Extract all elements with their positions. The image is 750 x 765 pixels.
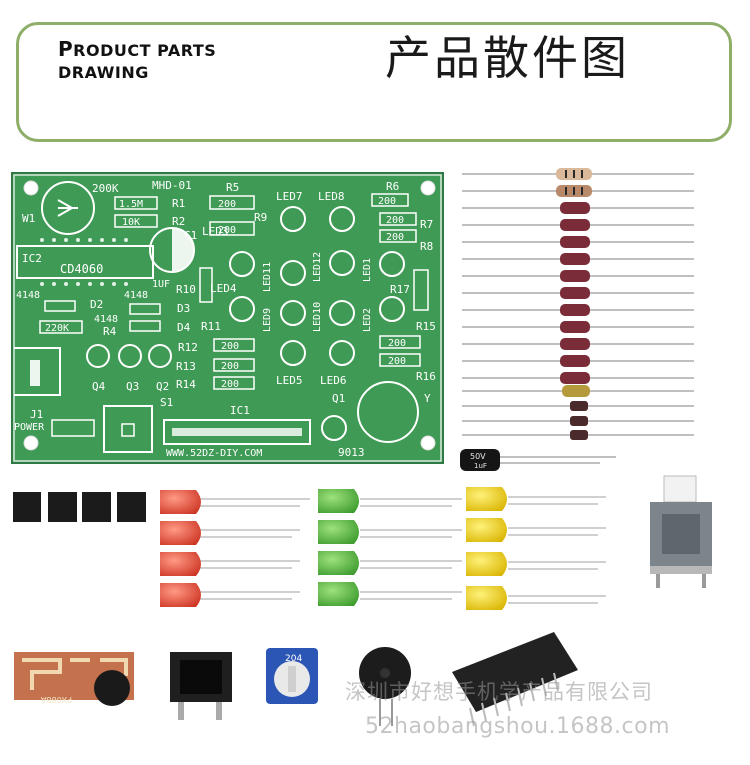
board-id: MHD-01 bbox=[152, 179, 192, 192]
title-chinese: 产品散件图 bbox=[385, 31, 630, 85]
website-label: WWW.52DZ-DIY.COM bbox=[166, 448, 262, 459]
led-footprints bbox=[229, 206, 405, 366]
led9-label: LED9 bbox=[262, 308, 273, 332]
electrolytic-capacitor: 50V 1uF bbox=[460, 449, 616, 471]
r13-value: 200 bbox=[221, 361, 239, 372]
leds bbox=[160, 487, 606, 610]
led6-label: LED6 bbox=[320, 374, 347, 387]
title-en-line1: RODUCT PARTS bbox=[73, 41, 217, 60]
r15-value: 200 bbox=[388, 338, 406, 349]
d2-label: D2 bbox=[90, 298, 103, 311]
d3-label: D3 bbox=[177, 302, 190, 315]
cap-voltage: 50V bbox=[470, 452, 486, 461]
r7-label: R7 bbox=[420, 218, 433, 231]
r16-value: 200 bbox=[388, 356, 406, 367]
ic1-label: IC1 bbox=[230, 404, 250, 417]
pot-part-print: 204 bbox=[285, 654, 302, 664]
q1-part: 9013 bbox=[338, 446, 365, 459]
watermark-company: 深圳市好想手机学产品有限公司 bbox=[345, 680, 653, 704]
r12-label: R12 bbox=[178, 341, 198, 354]
title-en-line2: DRAWING bbox=[58, 63, 149, 82]
q3-label: Q3 bbox=[126, 380, 139, 393]
r4-label: R4 bbox=[103, 325, 117, 338]
led3-label: LED3 bbox=[202, 225, 229, 238]
r17-label: R17 bbox=[390, 283, 410, 296]
q1-label: Q1 bbox=[332, 392, 345, 405]
d4-label: D4 bbox=[177, 321, 191, 334]
title-en-cap: P bbox=[58, 37, 74, 61]
r8-value: 200 bbox=[386, 232, 404, 243]
r10-label: R10 bbox=[176, 283, 196, 296]
y-label: Y bbox=[424, 392, 431, 405]
push-switch bbox=[650, 475, 712, 588]
chip-label: CD4060 bbox=[60, 262, 103, 276]
pot-label: 200K bbox=[92, 182, 119, 195]
dc-jack bbox=[170, 652, 232, 720]
r1-label: R1 bbox=[172, 197, 185, 210]
r6-label: R6 bbox=[386, 180, 399, 193]
transistors bbox=[13, 492, 146, 604]
r2-label: R2 bbox=[172, 215, 185, 228]
header-banner bbox=[16, 22, 732, 142]
r5-value: 200 bbox=[218, 199, 236, 210]
r13-label: R13 bbox=[176, 360, 196, 373]
power-label: POWER bbox=[14, 422, 45, 433]
c1-label: C1 bbox=[184, 229, 197, 242]
resistor-bank bbox=[462, 168, 694, 440]
led5-label: LED5 bbox=[276, 374, 303, 387]
led7-label: LED7 bbox=[276, 190, 303, 203]
r5-label: R5 bbox=[226, 181, 239, 194]
r1-value: 1.5M bbox=[119, 199, 143, 210]
trimmer-pot: 204 bbox=[266, 648, 318, 704]
led10-label: LED10 bbox=[312, 302, 323, 332]
led4-label: LED4 bbox=[210, 282, 237, 295]
led12-label: LED12 bbox=[312, 252, 323, 282]
led11-label: LED11 bbox=[262, 262, 273, 292]
d2-value: 4148 bbox=[16, 290, 40, 301]
led1-label: LED1 bbox=[362, 258, 373, 282]
r7-value: 200 bbox=[386, 215, 404, 226]
r2-value: 10K bbox=[122, 217, 140, 228]
led8-label: LED8 bbox=[318, 190, 345, 203]
watermark-url: 52haobangshou.1688.com bbox=[365, 714, 671, 739]
r16-label: R16 bbox=[416, 370, 436, 383]
pcb-board: W1 200K MHD-01 1.5M R1 10K R2 R5 200 200… bbox=[11, 172, 444, 464]
r9-value: 200 bbox=[218, 225, 236, 236]
r14-label: R14 bbox=[176, 378, 196, 391]
c1-value: 1UF bbox=[152, 279, 170, 290]
r14-value: 200 bbox=[221, 379, 239, 390]
w1-label: W1 bbox=[22, 212, 35, 225]
music-chip-print: PX088A bbox=[40, 695, 72, 704]
q2-label: Q2 bbox=[156, 380, 169, 393]
s1-label: S1 bbox=[160, 396, 173, 409]
title-english: PRODUCT PARTS DRAWING bbox=[58, 38, 216, 84]
d3-value: 4148 bbox=[124, 290, 148, 301]
ic2-label: IC2 bbox=[22, 252, 42, 265]
led2-label: LED2 bbox=[362, 308, 373, 332]
music-chip-board: PX088A bbox=[14, 652, 134, 706]
r3-value: 220K bbox=[45, 323, 69, 334]
dip-ic bbox=[452, 632, 578, 727]
buzzer bbox=[359, 647, 411, 726]
r12-value: 200 bbox=[221, 341, 239, 352]
cap-value: 1uF bbox=[474, 462, 487, 470]
d4-value: 4148 bbox=[94, 314, 118, 325]
r11-label: R11 bbox=[201, 320, 221, 333]
q4-label: Q4 bbox=[92, 380, 106, 393]
r9-label: R9 bbox=[254, 211, 267, 224]
r8-label: R8 bbox=[420, 240, 433, 253]
j1-label: J1 bbox=[30, 408, 43, 421]
r15-label: R15 bbox=[416, 320, 436, 333]
r6-value: 200 bbox=[378, 196, 396, 207]
